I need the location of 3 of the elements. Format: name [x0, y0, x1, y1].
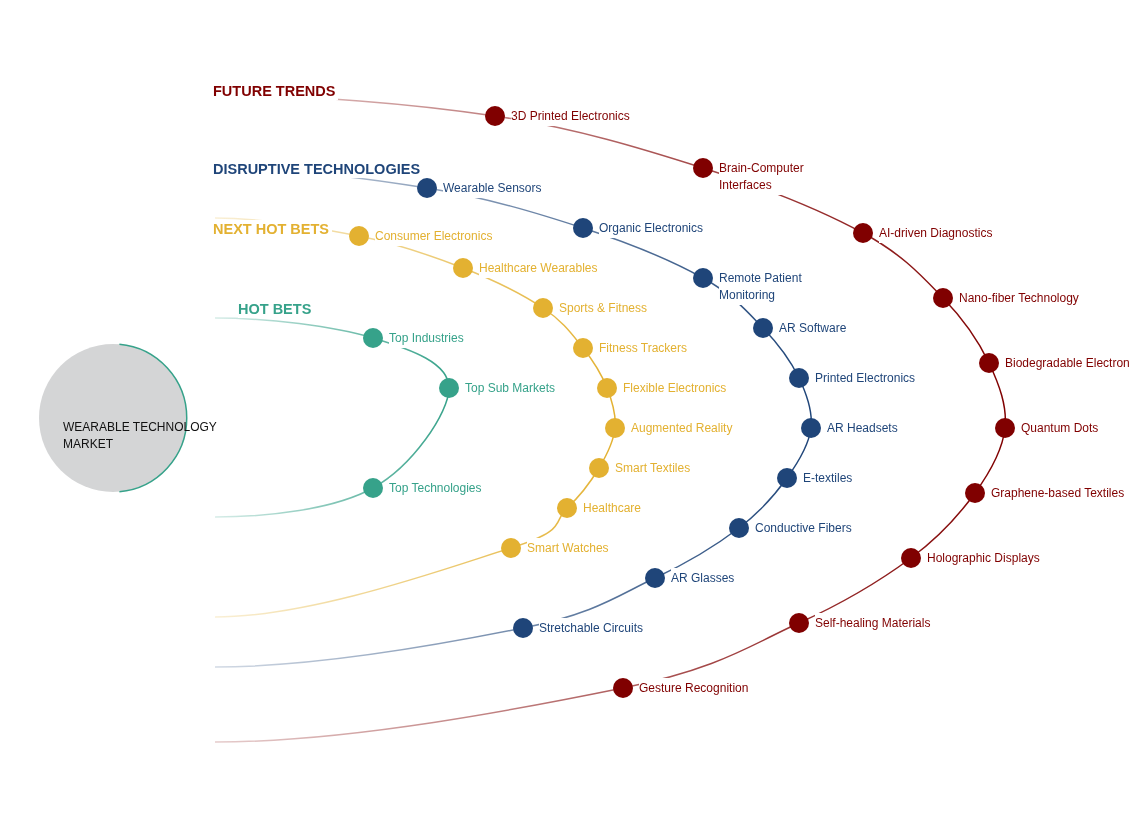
node-label: Gesture Recognition — [639, 678, 751, 698]
node-label: Self-healing Materials — [815, 613, 933, 633]
node-label: Top Technologies — [389, 478, 484, 498]
